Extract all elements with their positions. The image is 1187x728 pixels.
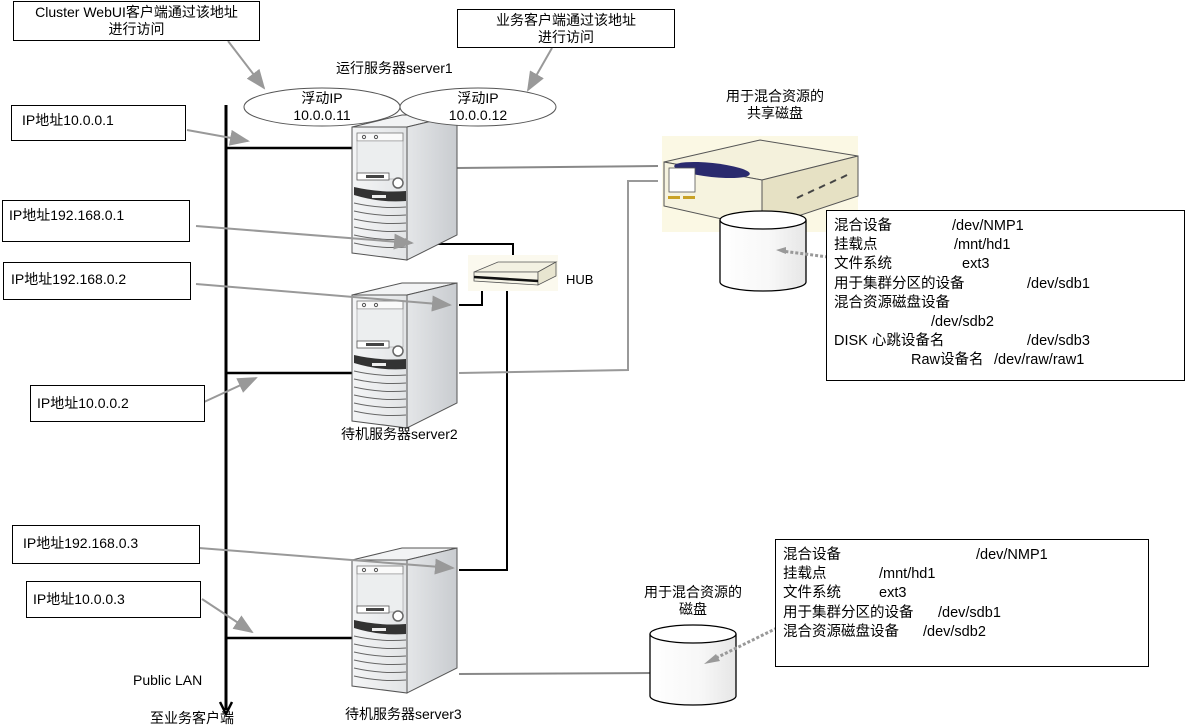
- info-key: 挂载点: [783, 566, 827, 583]
- info-value: /dev/sdb3: [1027, 333, 1090, 350]
- local-disk-title-line1: 用于混合资源的: [644, 584, 742, 600]
- ip-s2-public-arrow: [203, 377, 258, 403]
- info-key: Raw设备名: [911, 352, 984, 369]
- local-disk-title: 用于混合资源的 磁盘: [618, 584, 768, 618]
- info-value: /mnt/hd1: [879, 566, 936, 583]
- ip-box-s3-private: IP地址192.168.0.3: [12, 525, 200, 564]
- server2-disk-link: [458, 180, 658, 374]
- info-key: DISK 心跳设备名: [834, 333, 945, 350]
- server2-label: 待机服务器server2: [341, 426, 458, 442]
- shared-disk-title-line2: 共享磁盘: [747, 105, 803, 121]
- local-disk-info-box: 混合设备/dev/NMP1 挂载点/mnt/hd1 文件系统 ext3 用于集群分…: [775, 539, 1149, 667]
- info-key: 混合资源磁盘设备: [783, 623, 899, 640]
- shared-info-pointer: [781, 249, 829, 259]
- business-access-line1: 业务客户端通过该地址: [496, 12, 636, 28]
- shared-info-row: 挂载点/mnt/hd1: [834, 236, 1184, 255]
- server2-hub-link: [459, 285, 483, 306]
- info-key: 混合设备: [834, 218, 892, 234]
- server3-disk-link: [458, 672, 651, 675]
- info-value: /dev/NMP1: [952, 218, 1024, 234]
- info-value: /dev/sdb1: [938, 604, 1001, 621]
- webui-access-line1: Cluster WebUI客户端通过该地址: [35, 4, 238, 20]
- info-key: 文件系统: [783, 585, 841, 602]
- server3-icon: [351, 547, 458, 694]
- ip-s3-public-arrow: [201, 598, 254, 634]
- to-clients-label: 至业务客户端: [150, 710, 234, 726]
- ip-box-s2-public: IP地址10.0.0.2: [30, 385, 205, 422]
- shared-info-row: 混合资源磁盘设备: [834, 294, 1184, 313]
- shared-info-row: 文件系统 ext3: [834, 255, 1184, 274]
- info-key: 用于集群分区的设备: [834, 275, 965, 292]
- local-info-row: 文件系统 ext3: [783, 584, 1148, 603]
- business-access-line2: 进行访问: [538, 29, 594, 45]
- info-key: 混合资源磁盘设备: [834, 294, 950, 311]
- ip-s1-private-arrow: [195, 225, 414, 250]
- info-key: 挂载点: [834, 237, 878, 254]
- shared-info-row: DISK 心跳设备名/dev/sdb3: [834, 332, 1184, 351]
- hub-label: HUB: [566, 272, 594, 287]
- info-key: 用于集群分区的设备: [783, 604, 914, 621]
- hub-icon: [468, 255, 558, 291]
- server3-label: 待机服务器server3: [345, 706, 462, 722]
- info-key: 混合设备: [783, 547, 841, 563]
- shared-disk-title-line1: 用于混合资源的: [726, 88, 824, 104]
- info-value: /dev/raw/raw1: [994, 352, 1085, 369]
- shared-disk-title: 用于混合资源的 共享磁盘: [700, 88, 850, 122]
- info-value: /dev/sdb2: [931, 313, 994, 330]
- shared-disk-cylinder-icon: [719, 210, 807, 292]
- shared-info-row: 混合设备/dev/NMP1: [834, 217, 1184, 236]
- server3-hub-link: [459, 290, 508, 571]
- floating-ip-1-address: 10.0.0.11: [293, 107, 351, 123]
- floating-ip-1-label: 浮动IP: [301, 90, 343, 106]
- info-value: /dev/sdb2: [923, 623, 986, 640]
- info-value: /dev/NMP1: [976, 547, 1048, 563]
- local-info-row: 挂载点/mnt/hd1: [783, 565, 1148, 584]
- local-info-row: 混合资源磁盘设备/dev/sdb2: [783, 623, 1148, 642]
- ip-box-s1-private: IP地址192.168.0.1: [2, 200, 190, 242]
- floating-ip-2: 浮动IP 10.0.0.12: [400, 90, 556, 124]
- local-info-row: 混合设备/dev/NMP1: [783, 546, 1148, 565]
- info-value: ext3: [962, 256, 990, 273]
- floating-ip-1: 浮动IP 10.0.0.11: [244, 90, 400, 124]
- server1-icon: [351, 114, 458, 261]
- local-disk-title-line2: 磁盘: [679, 601, 707, 617]
- ip-s1-public-arrow: [186, 129, 250, 146]
- ip-s3-private-arrow: [198, 547, 455, 575]
- shared-info-row: /dev/sdb2: [834, 313, 1184, 332]
- shared-info-row: Raw设备名/dev/raw/raw1: [834, 351, 1184, 370]
- local-disk-cylinder-icon: [649, 624, 737, 706]
- info-value: /dev/sdb1: [1027, 275, 1090, 292]
- shared-info-row: 用于集群分区的设备/dev/sdb1: [834, 275, 1184, 294]
- business-access-callout: 业务客户端通过该地址 进行访问: [457, 9, 675, 48]
- info-value: ext3: [879, 585, 907, 602]
- ip-box-s2-private: IP地址192.168.0.2: [3, 262, 191, 300]
- webui-access-line2: 进行访问: [108, 21, 165, 37]
- info-key: 文件系统: [834, 256, 892, 273]
- server1-disk-link: [456, 165, 659, 169]
- server1-label: 运行服务器server1: [336, 60, 453, 76]
- floating-ip-2-label: 浮动IP: [457, 90, 499, 106]
- webui-access-callout: Cluster WebUI客户端通过该地址 进行访问: [13, 1, 260, 41]
- webui-callout-arrow: [227, 40, 266, 90]
- floating-ip-2-address: 10.0.0.12: [448, 107, 508, 123]
- ip-box-s1-public: IP地址10.0.0.1: [11, 105, 186, 141]
- local-info-pointer: [711, 626, 778, 662]
- shared-disk-info-box: 混合设备/dev/NMP1 挂载点/mnt/hd1 文件系统 ext3 用于集群分…: [826, 210, 1185, 381]
- floating-ip-2-ellipse: [399, 87, 557, 127]
- down-arrow-icon: [218, 701, 234, 717]
- ip-box-s3-public: IP地址10.0.0.3: [26, 581, 201, 618]
- ip-s2-private-arrow: [195, 283, 452, 312]
- info-value: /mnt/hd1: [954, 237, 1011, 254]
- business-callout-arrow: [527, 47, 553, 92]
- local-info-row: 用于集群分区的设备/dev/sdb1: [783, 604, 1148, 623]
- public-lan-label: Public LAN: [133, 672, 203, 688]
